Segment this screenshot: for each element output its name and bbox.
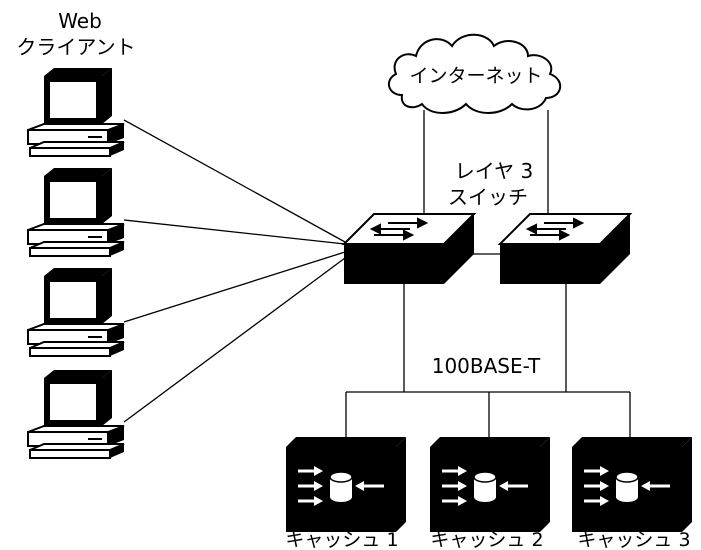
network-label: 100BASE-T (432, 354, 541, 378)
client-label-line1: Web (58, 9, 102, 33)
cloud-icon: インターネット (387, 33, 561, 114)
switch-label-line1: レイヤ 3 (455, 159, 533, 183)
computer-icon (27, 267, 125, 357)
internet-label: インターネット (409, 65, 542, 87)
link-client-3 (123, 251, 346, 323)
link-client-1 (123, 119, 346, 243)
computer-icon (27, 369, 125, 459)
connection-lines (123, 110, 631, 440)
switch-label-line2: スイッチ (448, 185, 528, 209)
cache-engine-icon (284, 435, 408, 534)
computer-icon (27, 167, 125, 257)
switch-icon (499, 213, 631, 285)
cache-label: キャッシュ 1 (285, 529, 398, 550)
cache-label: キャッシュ 2 (430, 529, 543, 550)
link-client-4 (123, 257, 346, 423)
link-client-2 (123, 219, 346, 245)
computer-icon (27, 67, 125, 157)
client-label-line2: クライアント (16, 35, 135, 59)
cache-engine-icon (428, 435, 552, 534)
cache-label: キャッシュ 3 (577, 529, 690, 550)
switch-icon (343, 213, 475, 285)
cache-engine-icon (570, 435, 694, 534)
